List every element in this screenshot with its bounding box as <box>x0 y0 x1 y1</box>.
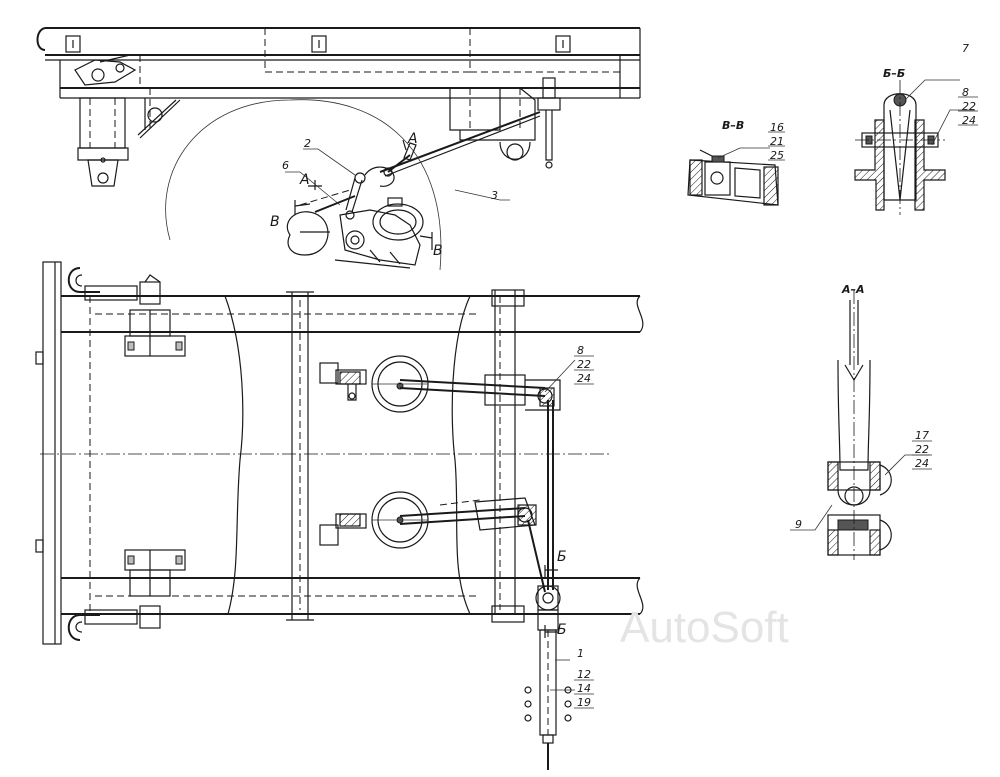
stack-a-a-1: 22 <box>915 443 929 456</box>
marker-v-right: В <box>433 243 443 259</box>
callout-stack-a-a: 17 22 24 <box>912 429 932 470</box>
stack-plan-2: 24 <box>577 372 591 385</box>
marker-b-lower: Б <box>557 622 567 638</box>
marker-a-mid: А <box>299 172 310 188</box>
plan-view <box>35 261 644 770</box>
stack-b-b-1: 22 <box>962 100 976 113</box>
callout-2: 2 <box>304 137 311 150</box>
stack-b-b-0: 8 <box>962 86 969 99</box>
stack-rod-2: 19 <box>577 696 591 709</box>
stack-rod-1: 14 <box>577 682 591 695</box>
section-title-v-v: В–В <box>722 119 744 132</box>
callout-stack-rod: 12 14 19 <box>574 668 594 709</box>
section-a-a <box>790 290 930 560</box>
stack-a-a-2: 24 <box>915 457 929 470</box>
callout-1: 1 <box>577 647 584 660</box>
callout-stack-plan: 8 22 24 <box>574 344 594 385</box>
section-b-b <box>854 79 975 215</box>
stack-v-v-0: 16 <box>770 121 784 134</box>
marker-a-top: А <box>407 131 418 147</box>
stack-v-v-2: 25 <box>770 149 784 162</box>
labels: AutoSoft В–В Б–Б А–А А А В В Б Б 1 2 3 6… <box>270 42 978 709</box>
callout-9: 9 <box>795 518 802 531</box>
stack-a-a-0: 17 <box>915 429 929 442</box>
marker-b-upper: Б <box>557 549 567 565</box>
callout-6: 6 <box>282 159 289 172</box>
stack-v-v-1: 21 <box>770 135 784 148</box>
marker-v-left: В <box>270 214 280 230</box>
section-v-v <box>687 147 779 206</box>
callout-stack-b-b: 8 22 24 <box>958 86 978 127</box>
section-title-a-a: А–А <box>841 283 865 296</box>
brake-chamber-detail <box>286 142 424 269</box>
stack-plan-0: 8 <box>577 344 584 357</box>
stack-b-b-2: 24 <box>962 114 976 127</box>
callout-3: 3 <box>491 189 498 202</box>
callout-7: 7 <box>962 42 969 55</box>
stack-plan-1: 22 <box>577 358 591 371</box>
section-title-b-b: Б–Б <box>883 67 905 80</box>
side-view <box>36 27 641 271</box>
watermark-text: AutoSoft <box>620 603 789 652</box>
callout-stack-v-v: 16 21 25 <box>768 121 785 162</box>
stack-rod-0: 12 <box>577 668 591 681</box>
